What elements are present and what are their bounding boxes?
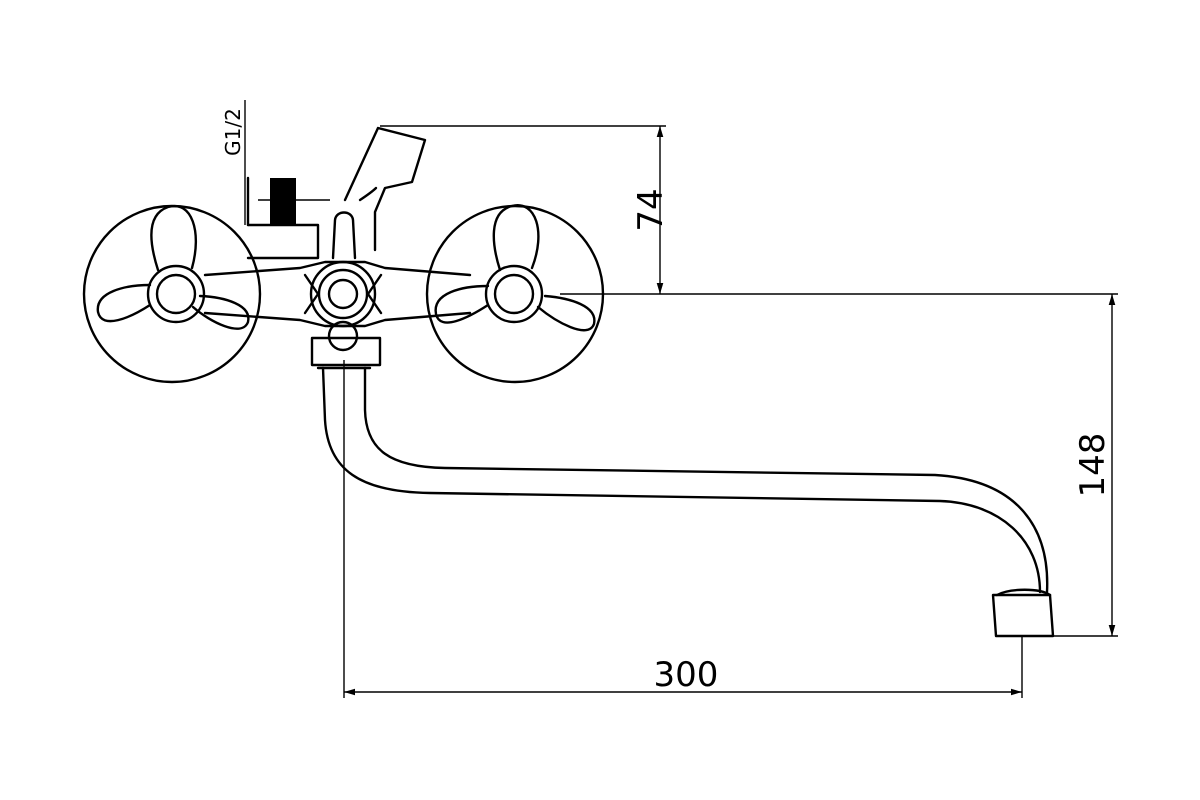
extension-lines [244,100,1118,698]
dimension-148-label: 148 [1073,433,1113,498]
dimension-74-label: 74 [631,188,671,231]
dimension-300: 300 [344,655,1022,696]
thread-section-icon [270,178,296,224]
spout [316,366,1055,638]
mixer-body [203,126,472,367]
dimension-74: 74 [631,125,671,294]
dimension-300-label: 300 [654,655,719,695]
dimension-148: 148 [1073,294,1116,636]
left-valve-handle [82,204,262,384]
thread-label: G1/2 [221,108,245,156]
